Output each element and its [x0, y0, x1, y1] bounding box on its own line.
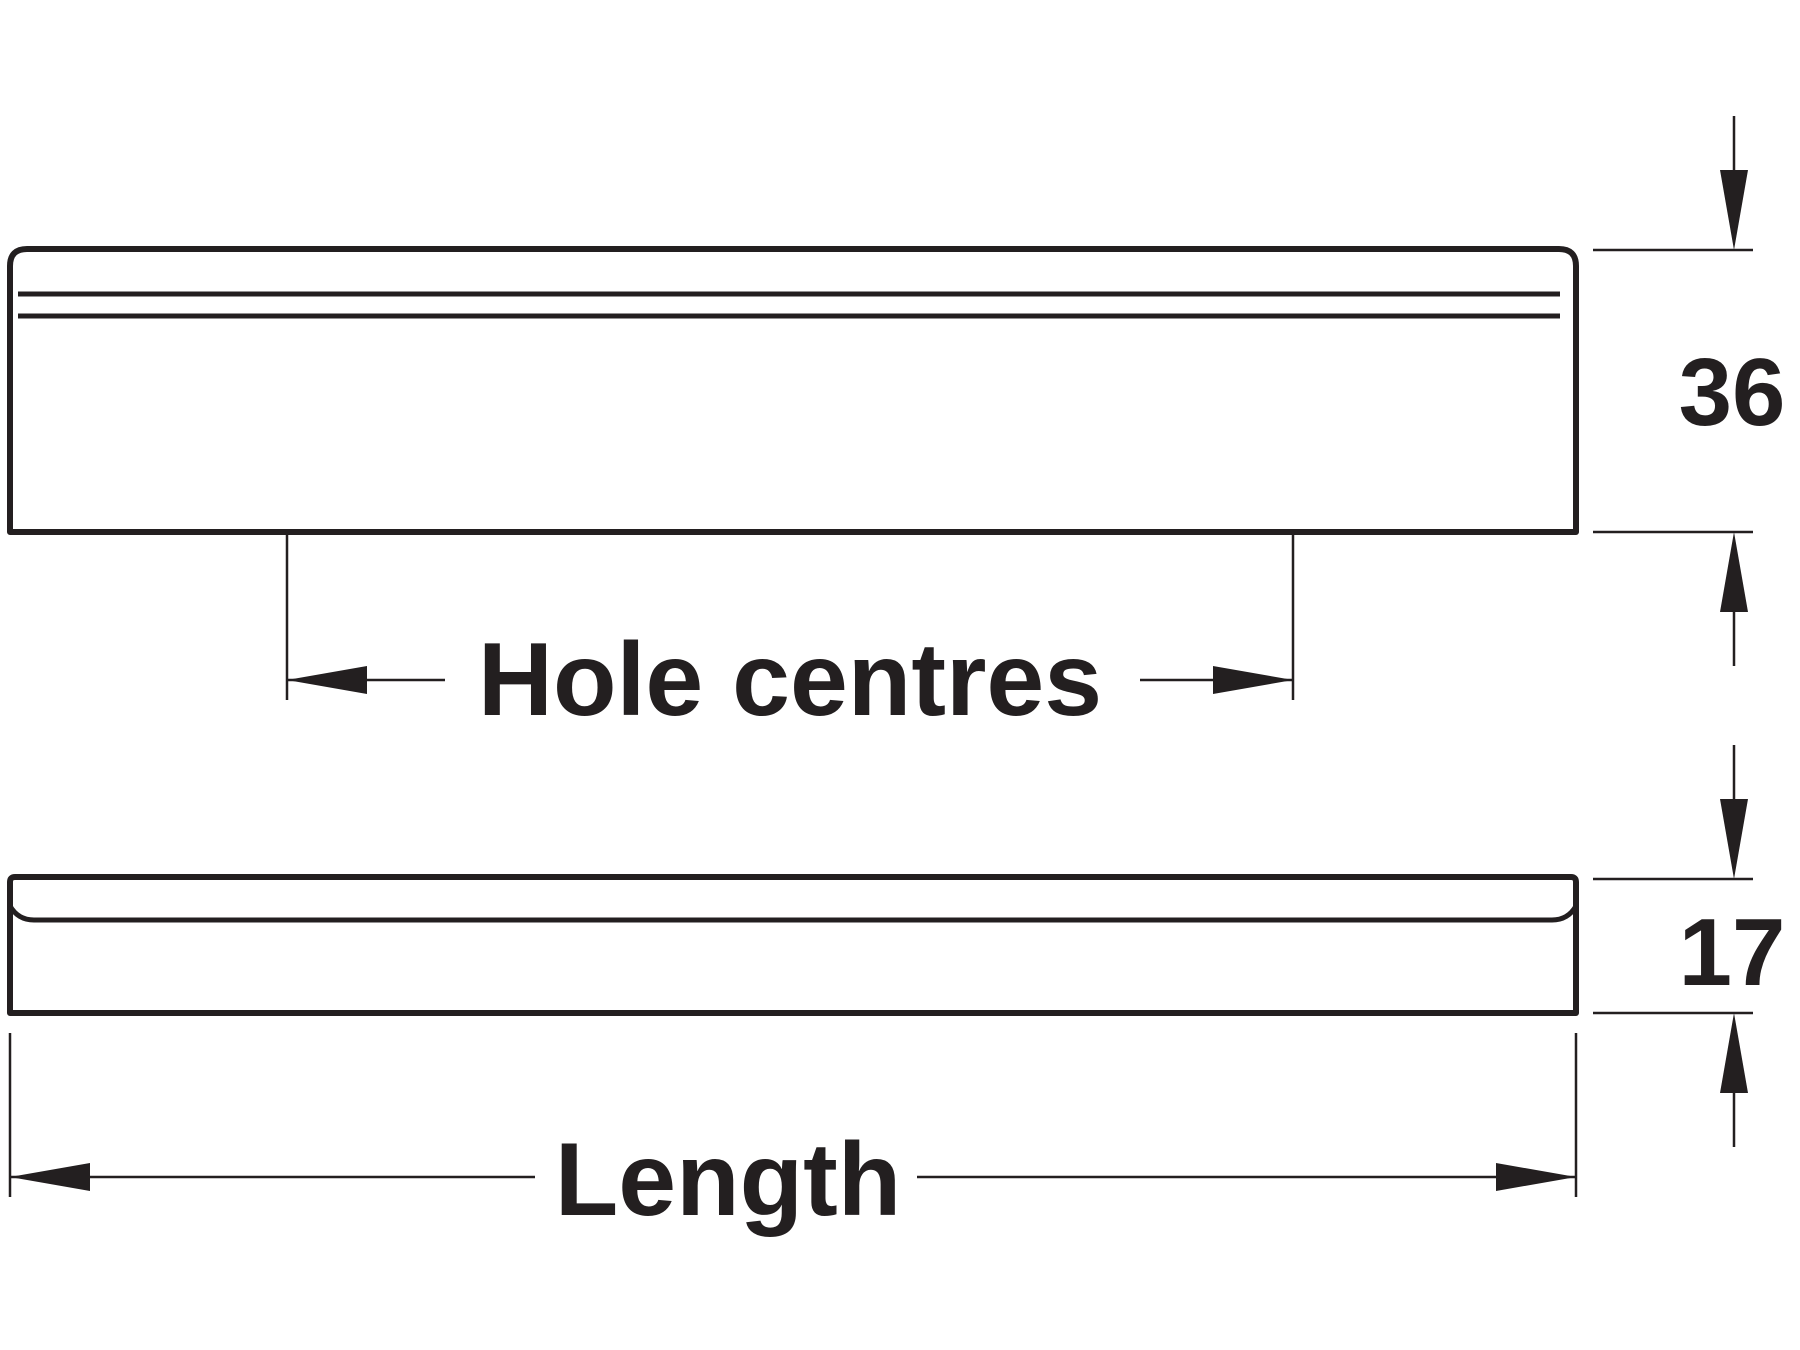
- depth-arrowhead-bottom: [1720, 1013, 1748, 1093]
- side-view-top-edge-line: [7, 904, 1579, 923]
- depth-dimension: 17: [1593, 745, 1785, 1147]
- height-dimension: 36: [1593, 116, 1785, 666]
- depth-label: 17: [1679, 899, 1786, 1006]
- side-view-body-outline: [7, 874, 1579, 1016]
- length-dimension: Length: [8, 1033, 1578, 1238]
- side-view: [7, 874, 1579, 1016]
- height-label: 36: [1679, 339, 1786, 446]
- length-label: Length: [555, 1122, 902, 1238]
- hole-centres-arrowhead-right: [1213, 666, 1293, 694]
- length-arrowhead-left: [10, 1163, 90, 1191]
- front-view: [7, 246, 1579, 535]
- depth-arrowhead-top: [1720, 799, 1748, 879]
- hole-centres-arrowhead-left: [287, 666, 367, 694]
- length-arrowhead-right: [1496, 1163, 1576, 1191]
- hole-centres-label: Hole centres: [478, 622, 1102, 738]
- front-view-body-outline: [7, 246, 1579, 535]
- height-arrowhead-top: [1720, 170, 1748, 250]
- hole-centres-dimension: Hole centres: [285, 532, 1295, 738]
- height-arrowhead-bottom: [1720, 532, 1748, 612]
